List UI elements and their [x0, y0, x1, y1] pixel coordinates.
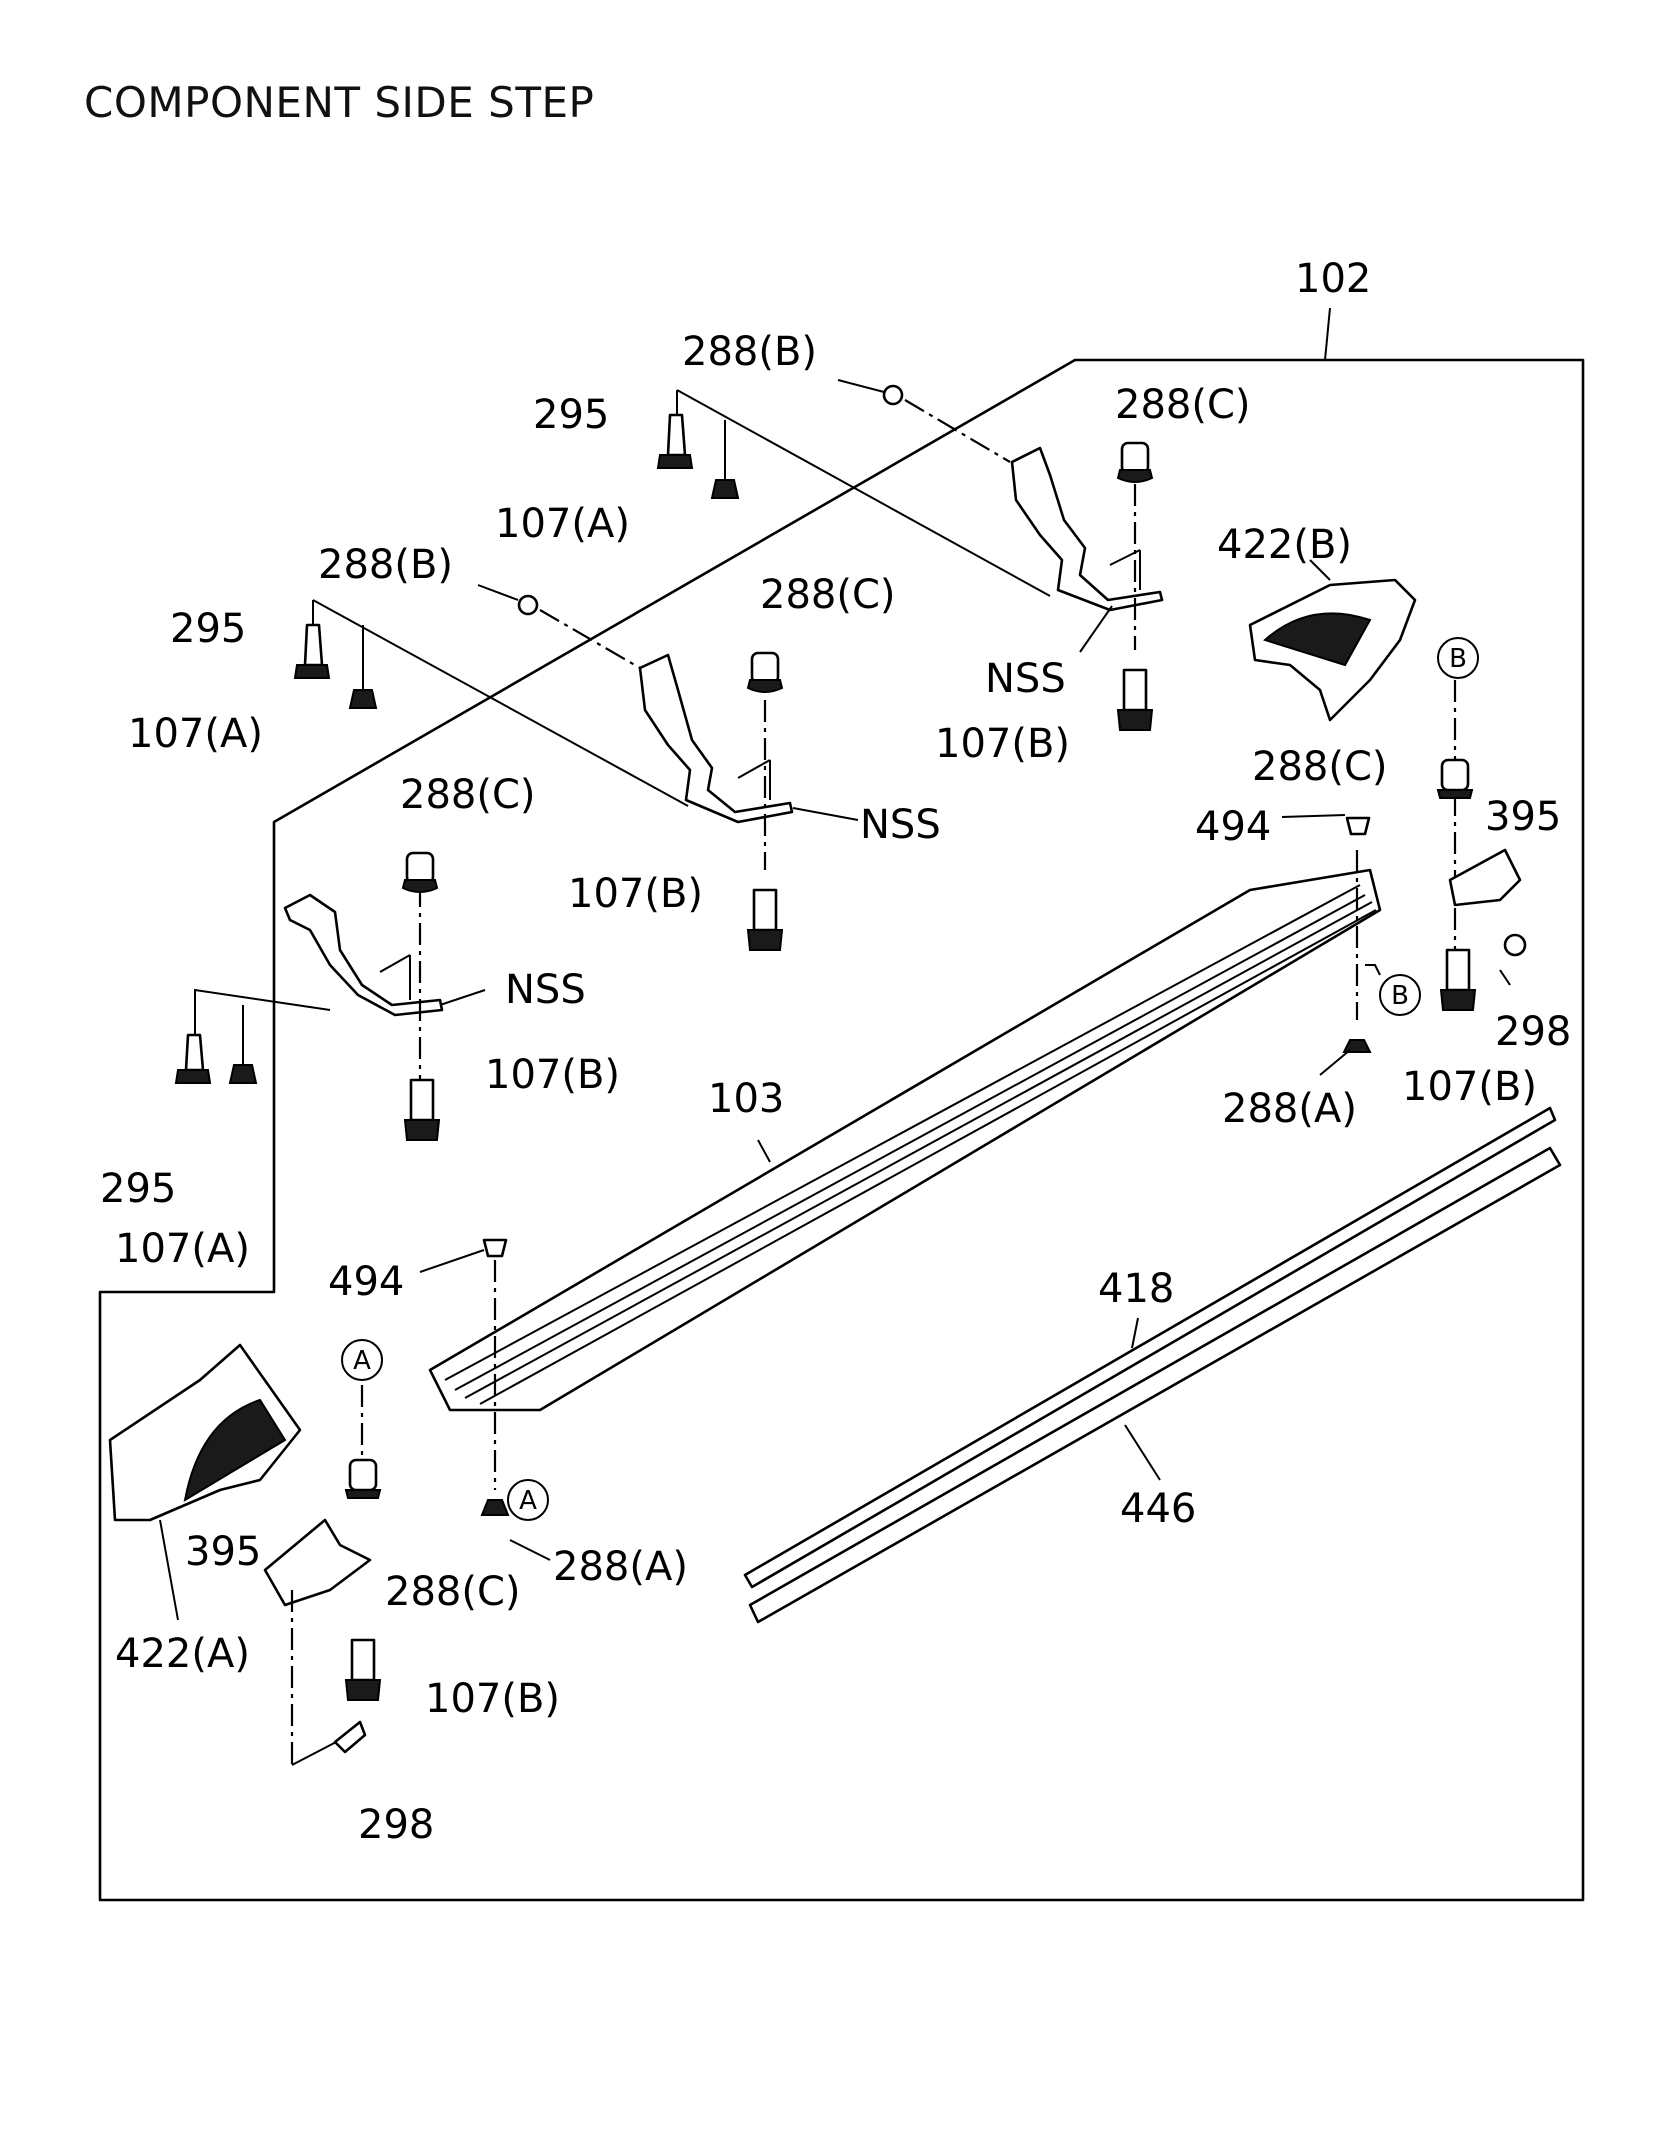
front-end-assembly: [108, 1343, 382, 1766]
label-nss-2: NSS: [860, 802, 941, 848]
label-395-1: 395: [1485, 794, 1561, 840]
label-422b: 422(B): [1217, 522, 1352, 568]
rear-end-assembly: [1248, 578, 1527, 1011]
label-288c-1: 288(C): [1115, 382, 1251, 428]
label-494-1: 494: [1195, 804, 1271, 850]
assembly-boundary: [98, 358, 1585, 1902]
svg-text:B: B: [1449, 644, 1467, 674]
leader-422a: [159, 1519, 179, 1621]
label-107b-1: 107(B): [935, 721, 1070, 767]
label-288c-5: 288(C): [385, 1569, 521, 1615]
leader-102: [1324, 307, 1331, 361]
leader-494-2: [419, 1249, 485, 1273]
leader-494-1: [1281, 814, 1346, 818]
leader-418: [1131, 1317, 1139, 1349]
svg-text:B: B: [1391, 981, 1409, 1011]
label-107a-2: 107(A): [128, 711, 263, 757]
label-107b-3: 107(B): [485, 1052, 620, 1098]
label-288b-2: 288(B): [318, 542, 453, 588]
bracket-group-left: [174, 851, 486, 1141]
label-nss-3: NSS: [505, 967, 586, 1013]
label-102: 102: [1295, 256, 1371, 302]
label-103: 103: [708, 1076, 784, 1122]
label-298-1: 298: [1495, 1009, 1571, 1055]
label-295-3: 295: [100, 1166, 176, 1212]
marker-a-front: A: [341, 1339, 383, 1381]
label-nss-1: NSS: [985, 656, 1066, 702]
label-107b-4: 107(B): [1402, 1064, 1537, 1110]
bracket-group-top: [656, 379, 1164, 731]
marker-a-rail: A: [507, 1479, 549, 1521]
svg-text:A: A: [519, 1486, 537, 1516]
leader-288a-1: [1319, 1049, 1351, 1076]
label-288a-1: 288(A): [1222, 1086, 1357, 1132]
label-446: 446: [1120, 1486, 1196, 1532]
label-422a: 422(A): [115, 1631, 250, 1677]
label-288c-2: 288(C): [760, 572, 896, 618]
label-107a-1: 107(A): [495, 501, 630, 547]
label-298-2: 298: [358, 1802, 434, 1848]
label-288c-3: 288(C): [400, 772, 536, 818]
label-107b-2: 107(B): [568, 871, 703, 917]
moulding-strips: [743, 1106, 1562, 1624]
marker-b-rail: B: [1365, 964, 1421, 1016]
label-288c-4: 288(C): [1252, 744, 1388, 790]
leader-422b: [1309, 559, 1331, 581]
leader-288a-2: [509, 1539, 551, 1561]
label-107b-5: 107(B): [425, 1676, 560, 1722]
label-288a-2: 288(A): [553, 1544, 688, 1590]
page-title: COMPONENT SIDE STEP: [84, 78, 595, 127]
label-395-2: 395: [185, 1529, 261, 1575]
svg-text:A: A: [353, 1346, 371, 1376]
leader-446: [1124, 1424, 1161, 1481]
label-295-1: 295: [533, 392, 609, 438]
label-418: 418: [1098, 1266, 1174, 1312]
label-494-2: 494: [328, 1259, 404, 1305]
marker-b-top: B: [1437, 637, 1479, 679]
label-288b-1: 288(B): [682, 329, 817, 375]
label-107a-3: 107(A): [115, 1226, 250, 1272]
leader-103: [757, 1139, 771, 1163]
label-295-2: 295: [170, 606, 246, 652]
bracket-group-middle: [293, 584, 859, 951]
step-rail: [428, 816, 1382, 1516]
